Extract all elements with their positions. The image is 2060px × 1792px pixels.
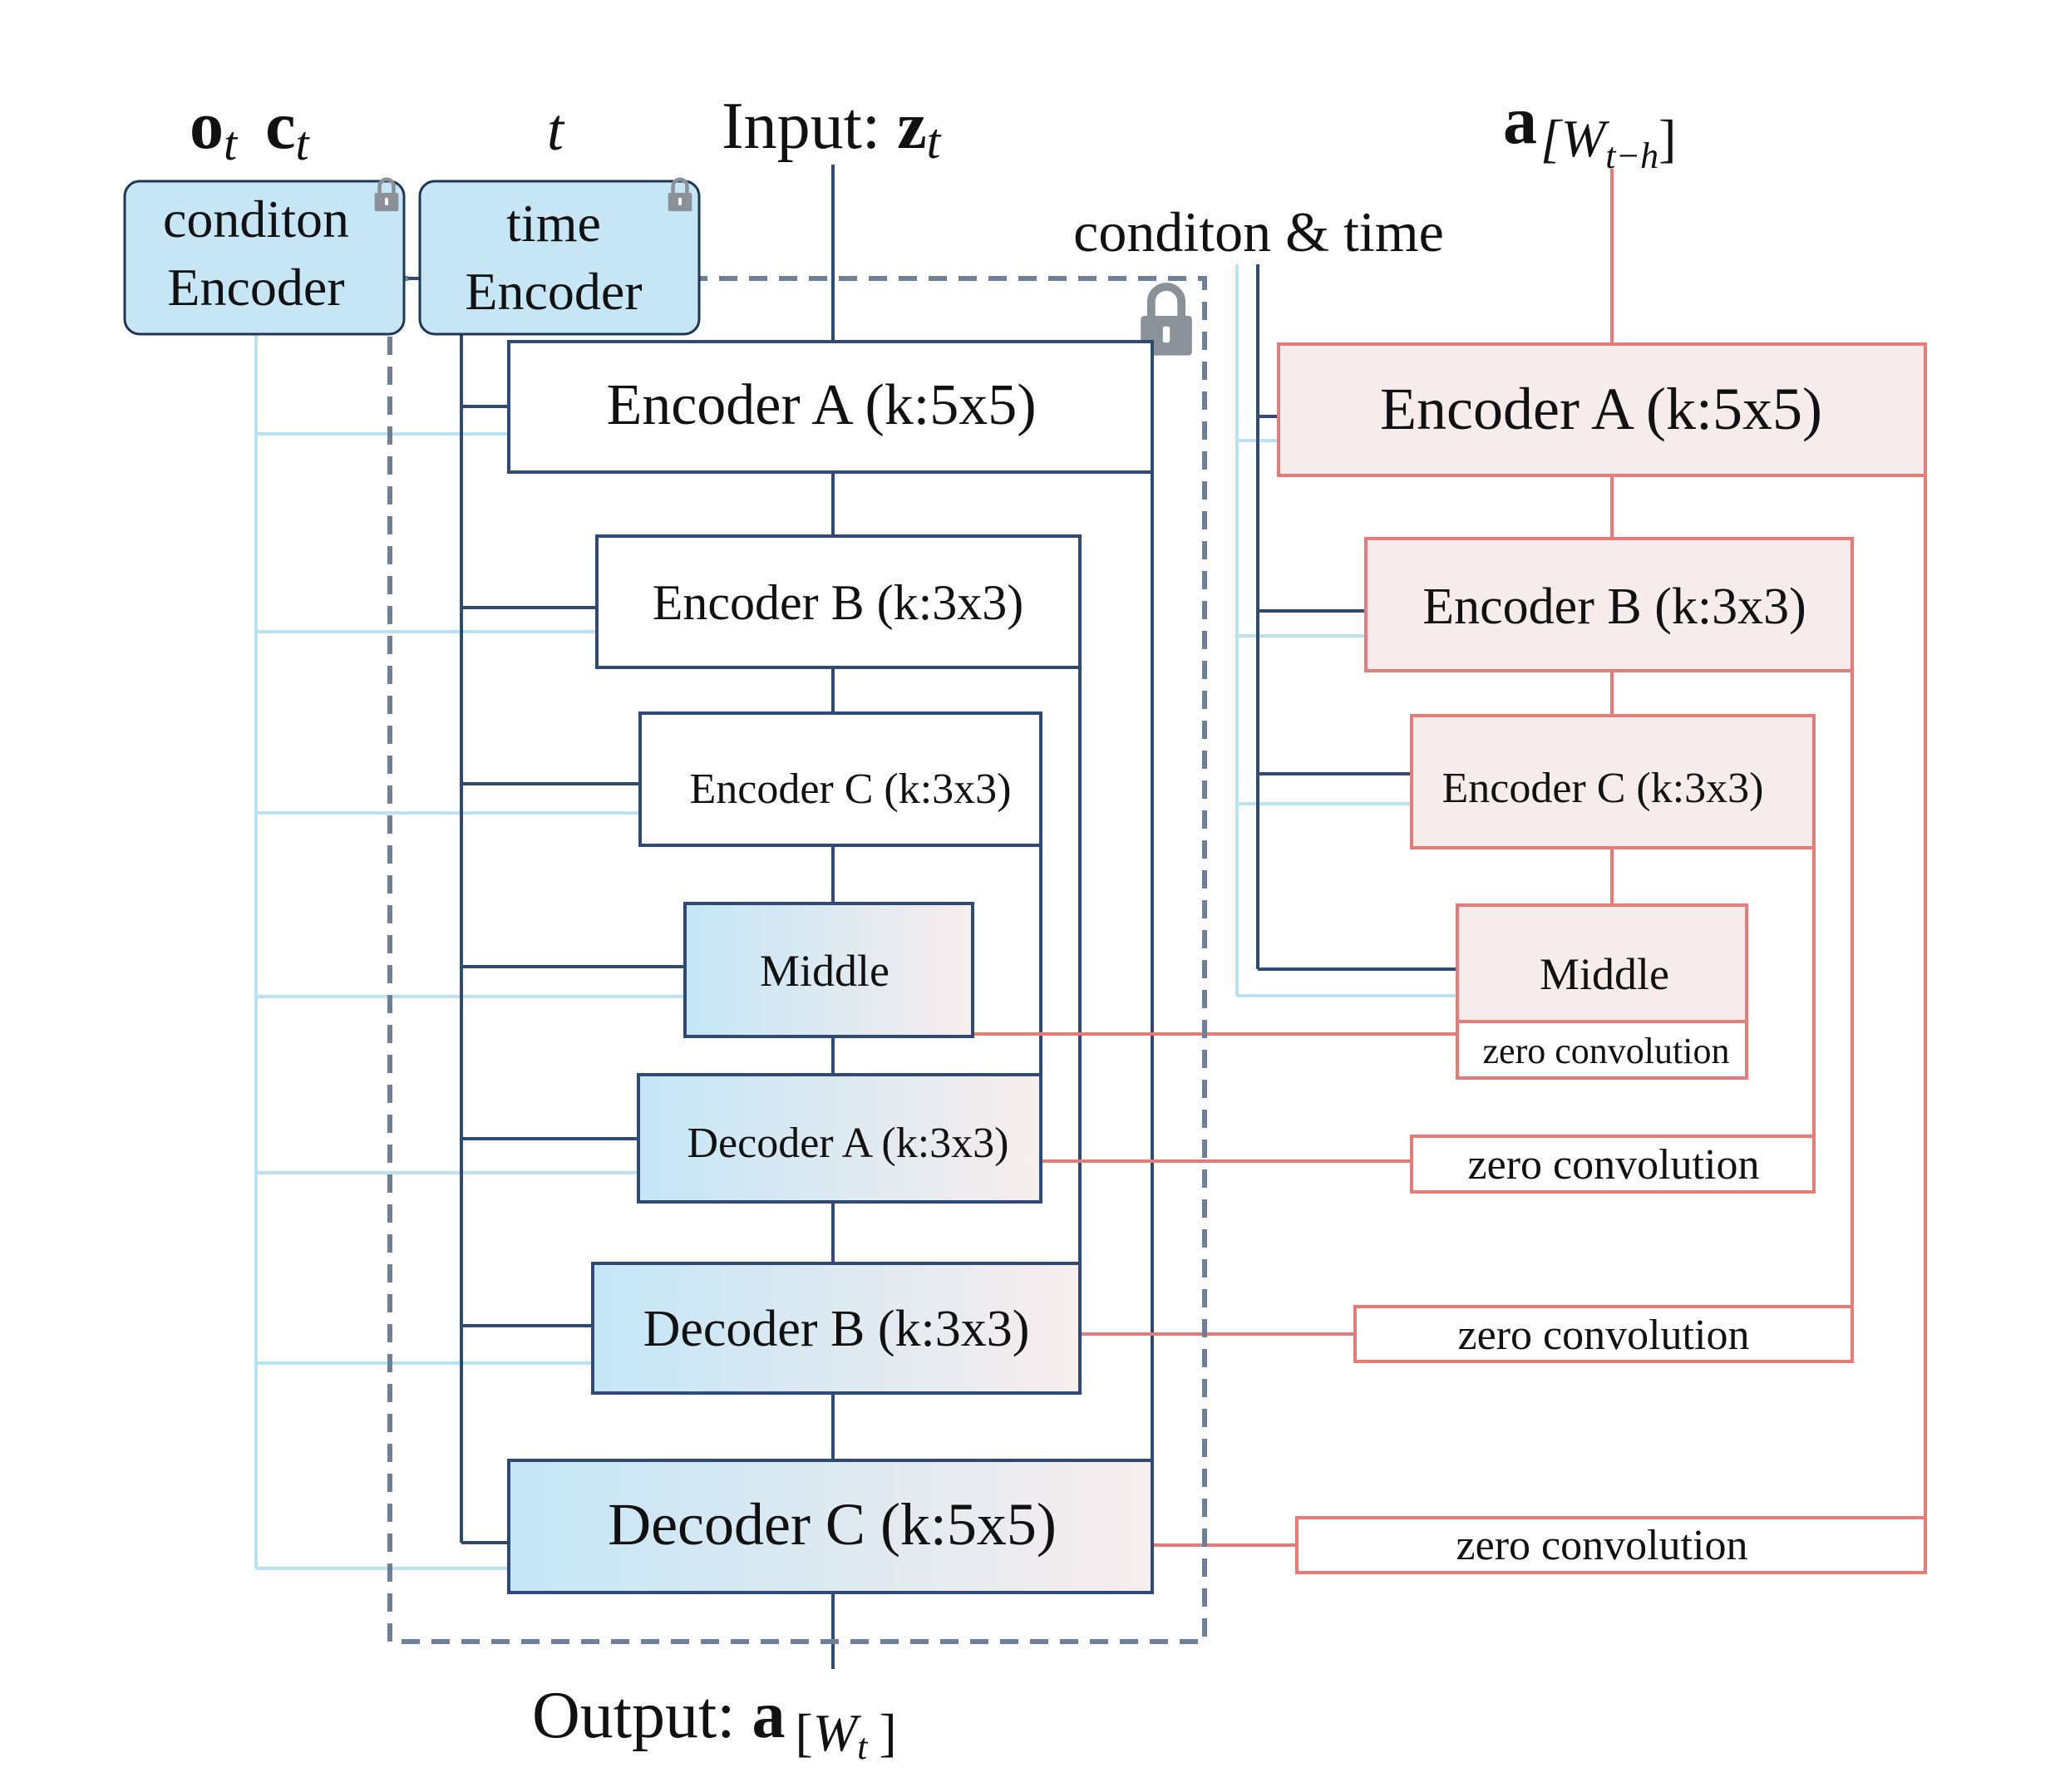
- condition-bus: [254, 331, 685, 1570]
- condition-encoder-label-line2: Encoder: [167, 258, 344, 317]
- right-time-bus: [1256, 264, 1457, 971]
- svg-text:Encoder A (k:5x5): Encoder A (k:5x5): [606, 373, 1036, 437]
- svg-text:zero convolution: zero convolution: [1456, 1522, 1748, 1569]
- control-input-label: a[Wt−h]: [1503, 82, 1676, 176]
- svg-text:Middle: Middle: [1540, 949, 1669, 999]
- control-encoder-b: Encoder B (k:3x3): [1364, 537, 1854, 672]
- svg-text:Encoder A (k:5x5): Encoder A (k:5x5): [1380, 376, 1822, 442]
- svg-text:zero convolution: zero convolution: [1483, 1031, 1730, 1071]
- time-encoder: time Encoder: [418, 180, 701, 336]
- zero-convolution-3: zero convolution: [1353, 1305, 1854, 1363]
- control-encoder-a: Encoder A (k:5x5): [1277, 342, 1927, 477]
- svg-text:Middle: Middle: [760, 946, 890, 996]
- svg-text:Decoder A (k:3x3): Decoder A (k:3x3): [687, 1120, 1008, 1167]
- main-network: Encoder A (k:5x5) Encoder B (k:3x3) Enco…: [507, 340, 1154, 1594]
- time-input-label: t: [547, 96, 565, 163]
- main-encoder-c: Encoder C (k:3x3): [638, 711, 1042, 847]
- output-label: Output: a[Wt]: [532, 1679, 897, 1767]
- locked-region: [387, 276, 1207, 1644]
- main-decoder-b: Decoder B (k:3x3): [591, 1262, 1082, 1395]
- control-middle: Middle: [1456, 903, 1748, 1023]
- main-decoder-c: Decoder C (k:5x5): [507, 1459, 1154, 1594]
- svg-text:Encoder C (k:3x3): Encoder C (k:3x3): [1442, 765, 1763, 812]
- time-bus: [404, 277, 685, 1544]
- control-network: Encoder A (k:5x5) Encoder B (k:3x3) Enco…: [1277, 342, 1927, 1574]
- condition-time-label: conditon & time: [1073, 200, 1444, 263]
- zero-convolution-4: zero convolution: [1295, 1516, 1927, 1574]
- svg-text:Encoder B (k:3x3): Encoder B (k:3x3): [653, 575, 1024, 630]
- svg-text:zero convolution: zero convolution: [1468, 1141, 1760, 1189]
- condition-encoder-label-line1: conditon: [163, 190, 349, 249]
- main-path: [831, 165, 1154, 1669]
- zero-convolution-1: zero convolution: [1456, 1020, 1748, 1080]
- svg-text:zero convolution: zero convolution: [1458, 1312, 1750, 1359]
- svg-text:Encoder B (k:3x3): Encoder B (k:3x3): [1422, 578, 1806, 635]
- svg-text:Decoder B (k:3x3): Decoder B (k:3x3): [643, 1301, 1030, 1357]
- svg-text:Decoder C (k:5x5): Decoder C (k:5x5): [608, 1491, 1057, 1558]
- control-encoder-c: Encoder C (k:3x3): [1410, 714, 1816, 849]
- main-encoder-a: Encoder A (k:5x5): [507, 340, 1154, 474]
- time-encoder-label-line1: time: [506, 194, 601, 253]
- svg-text:Encoder C (k:3x3): Encoder C (k:3x3): [689, 766, 1011, 813]
- zero-convolution-2: zero convolution: [1410, 1135, 1816, 1194]
- condition-encoder: conditon Encoder: [123, 180, 406, 336]
- main-decoder-a: Decoder A (k:3x3): [637, 1073, 1042, 1204]
- main-middle: Middle: [683, 902, 974, 1038]
- main-encoder-b: Encoder B (k:3x3): [595, 534, 1082, 669]
- input-label: Input: zt: [722, 90, 942, 169]
- time-encoder-label-line2: Encoder: [465, 262, 642, 321]
